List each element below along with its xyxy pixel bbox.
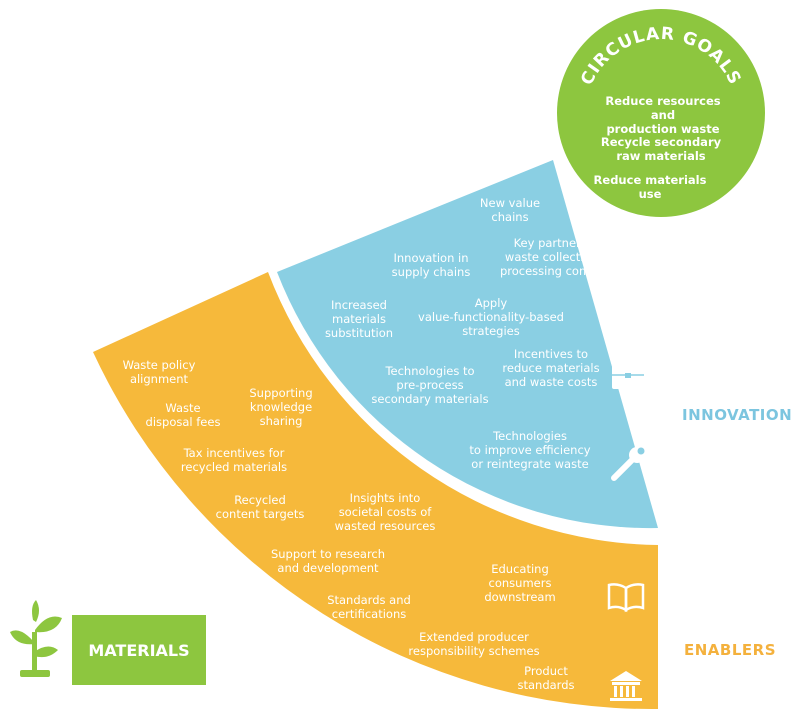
enablers-item: Support to research and development xyxy=(270,547,386,575)
materials-box: MATERIALS xyxy=(72,615,206,685)
goal-item: Recycle secondary raw materials xyxy=(600,135,722,163)
innovation-item: Innovation in supply chains xyxy=(391,251,471,279)
innovation-item: Key partnerships: waste collection and p… xyxy=(499,236,629,278)
innovation-item: New value chains xyxy=(479,196,541,224)
person-icon xyxy=(612,284,644,314)
enablers-item: Insights into societal costs of wasted r… xyxy=(334,491,436,533)
wrench-icon xyxy=(611,447,645,481)
briefcase-icon xyxy=(612,358,644,389)
enablers-sector xyxy=(93,272,658,710)
enablers-item: Product standards xyxy=(517,664,575,692)
innovation-sector xyxy=(277,160,658,529)
materials-label: MATERIALS xyxy=(88,640,190,660)
enablers-item: Standards and certifications xyxy=(327,593,411,621)
goal-item: Reduce resources and production waste xyxy=(605,94,721,136)
enablers-label: ENABLERS xyxy=(684,641,777,659)
enablers-item: Waste policy alignment xyxy=(122,358,196,386)
enablers-item: Tax incentives for recycled materials xyxy=(180,446,288,474)
goal-item: Reduce materials use xyxy=(593,173,707,201)
innovation-label: INNOVATION xyxy=(682,406,793,424)
innovation-item: Incentives to reduce materials and waste… xyxy=(502,347,600,389)
innovation-item: Apply value-functionality-based strategi… xyxy=(418,296,564,338)
innovation-item: Increased materials substitution xyxy=(324,298,394,340)
book-icon xyxy=(607,583,645,613)
enablers-item: Educating consumers downstream xyxy=(484,562,556,604)
enablers-item: Waste disposal fees xyxy=(145,401,221,429)
circular-goals-disc xyxy=(557,9,765,217)
enablers-item: Recycled content targets xyxy=(215,493,305,521)
bank-icon xyxy=(610,671,642,701)
innovation-item: Technologies to improve efficiency or re… xyxy=(469,429,591,471)
plant-icon xyxy=(10,600,62,677)
innovation-item: Technologies to pre-process secondary ma… xyxy=(371,364,489,406)
enablers-item: Supporting knowledge sharing xyxy=(249,386,313,428)
enablers-item: Extended producer responsibility schemes xyxy=(408,630,540,658)
